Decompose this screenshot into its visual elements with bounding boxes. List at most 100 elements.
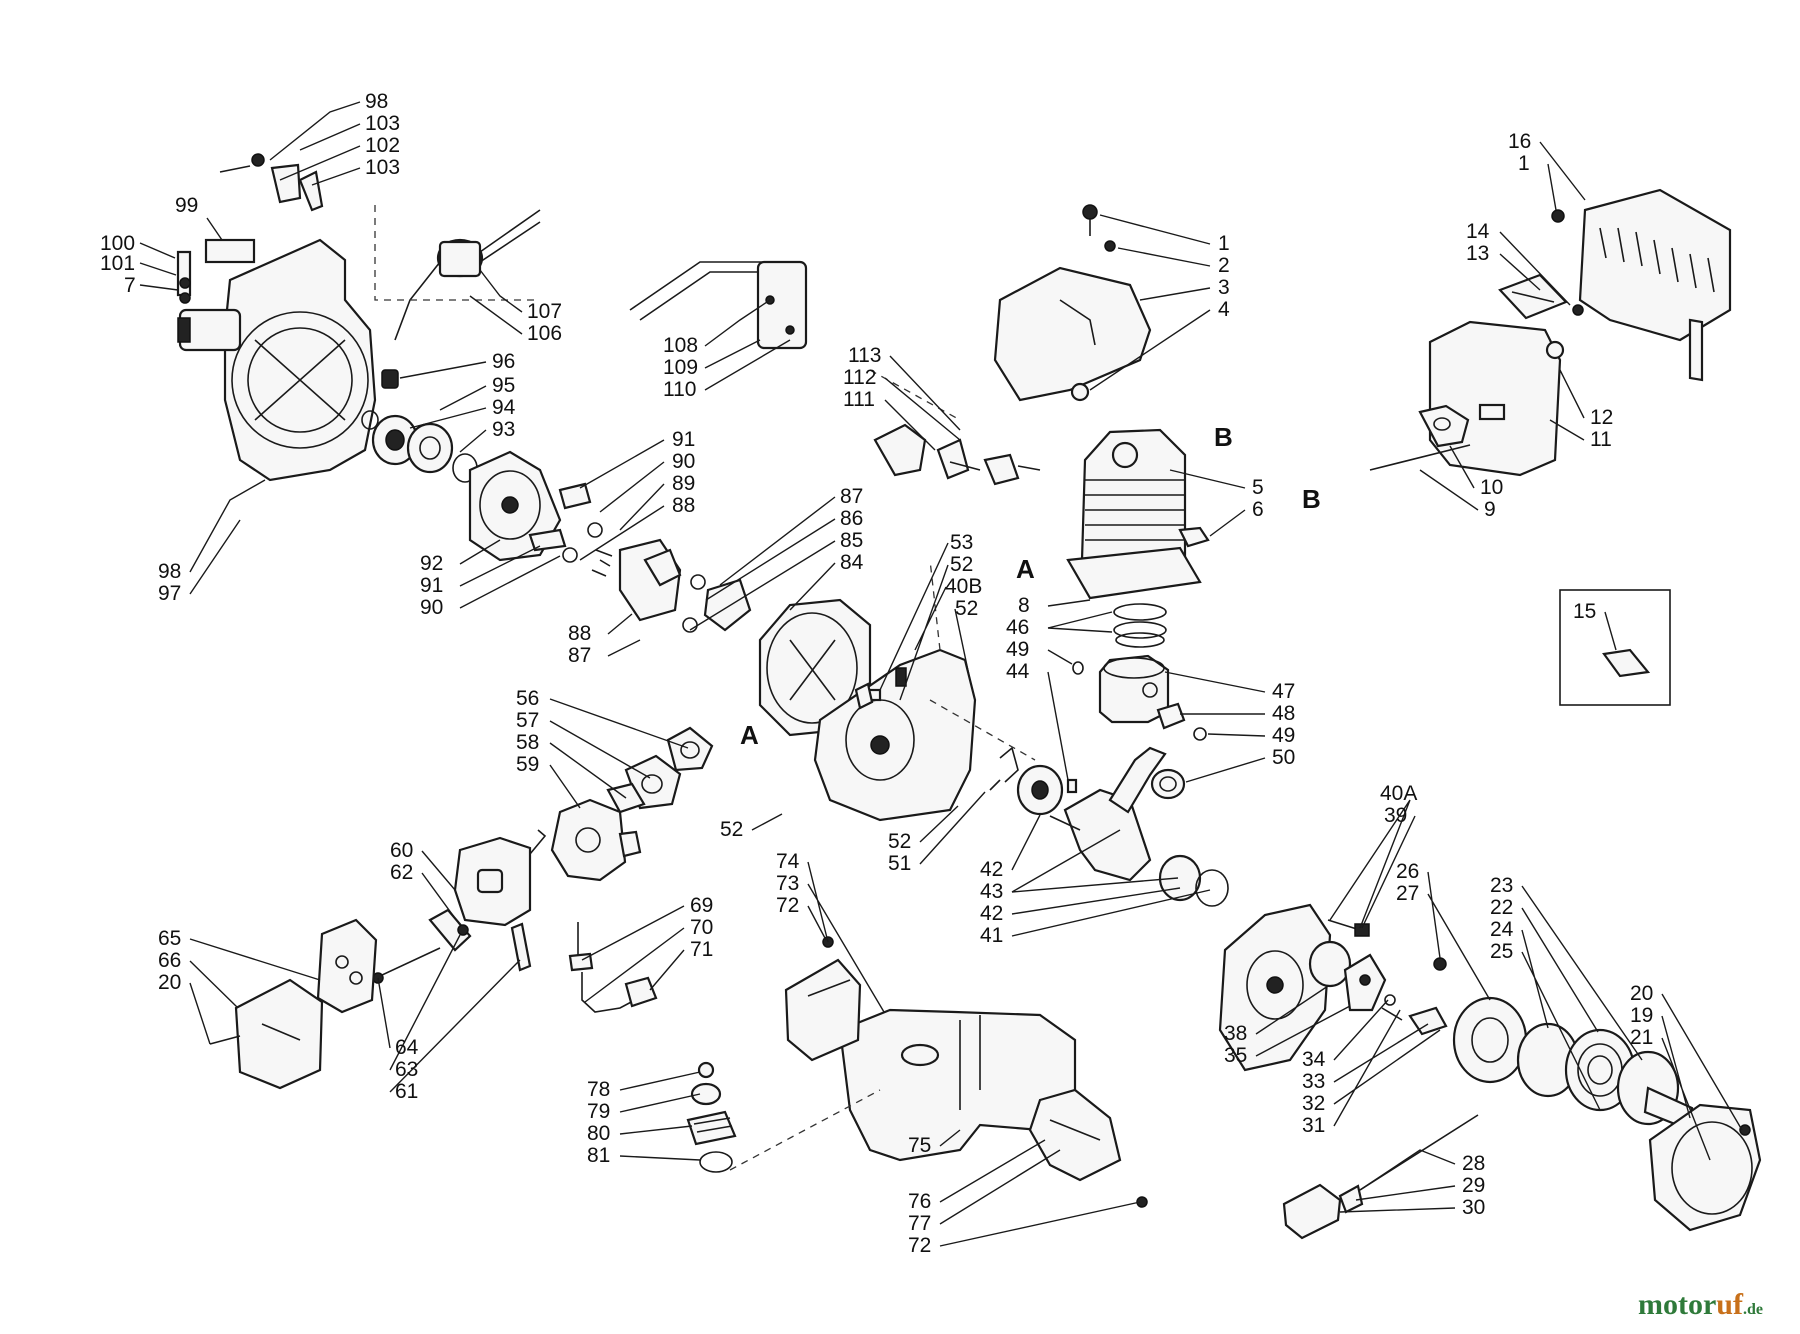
part-number-label: 31: [1302, 1114, 1325, 1137]
part-number-label: 7: [124, 274, 136, 297]
part-number-label: 46: [1006, 616, 1029, 639]
gasket-10: [1418, 404, 1470, 448]
part-number-label: 75: [908, 1134, 931, 1157]
carb-gaskets: [606, 726, 714, 814]
part-number-label: 66: [158, 949, 181, 972]
part-number-label: 96: [492, 350, 515, 373]
muffler-cover-16: [1551, 188, 1732, 382]
part-number-label: 59: [516, 753, 539, 776]
part-number-label: 64: [395, 1036, 419, 1059]
part-number-label: 77: [908, 1212, 931, 1235]
part-number-label: 94: [492, 396, 516, 419]
part-number-label: 30: [1462, 1196, 1485, 1219]
part-number-label: 23: [1490, 874, 1513, 897]
watermark-part2: uf: [1716, 1288, 1743, 1321]
watermark-part1: motor: [1638, 1288, 1717, 1321]
tank-strap-76: [1028, 1088, 1148, 1208]
part-number-label: 62: [390, 861, 413, 884]
part-number-label: 93: [492, 418, 515, 441]
muffler-11: [1428, 320, 1565, 477]
bracket-102: [219, 153, 324, 212]
part-number-label: 97: [158, 582, 181, 605]
part-number-label: 98: [365, 90, 388, 113]
part-number-label: 27: [1396, 882, 1419, 905]
part-number-label: 19: [1630, 1004, 1653, 1027]
part-number-label: 85: [840, 529, 863, 552]
ignition-coil: [394, 209, 541, 341]
part-number-label: 78: [587, 1078, 610, 1101]
piston-rings: [1113, 603, 1167, 648]
part-number-label: 13: [1466, 242, 1489, 265]
part-number-label: 106: [527, 322, 562, 345]
crankcase-40a: [1218, 903, 1332, 1072]
filter-clip-61: [510, 922, 532, 972]
part-number-label: 42: [980, 858, 1003, 881]
reference-marker: B: [1214, 422, 1233, 452]
part-number-label: 3: [1218, 276, 1230, 299]
part-number-label: 88: [672, 494, 695, 517]
part-31-34: [1381, 994, 1448, 1036]
part-number-label: 56: [516, 687, 539, 710]
part-number-label: 101: [100, 252, 135, 275]
part-number-label: 80: [587, 1122, 610, 1145]
bolt-39: [1327, 919, 1370, 937]
part-number-label: 49: [1006, 638, 1029, 661]
screw-20-left: [209, 1035, 241, 1045]
air-filter-cover: [234, 978, 324, 1090]
part-number-label: 44: [1006, 660, 1030, 683]
part-number-label: 49: [1272, 724, 1295, 747]
part-number-label: 28: [1462, 1152, 1485, 1175]
part-number-label: 86: [840, 507, 863, 530]
part-number-label: 52: [720, 818, 743, 841]
part-number-label: 72: [908, 1234, 931, 1257]
nut-96: [381, 369, 399, 389]
part-number-label: 4: [1218, 298, 1230, 321]
part-number-label: 88: [568, 622, 591, 645]
starter-pulley: [1452, 996, 1528, 1084]
part-number-label: 81: [587, 1144, 610, 1167]
part-number-label: 35: [1224, 1044, 1247, 1067]
part-number-label: 14: [1466, 220, 1490, 243]
part-number-label: 79: [587, 1100, 610, 1123]
part-number-label: 9: [1484, 498, 1496, 521]
part-number-label: 15: [1573, 600, 1596, 623]
part-number-label: 57: [516, 709, 539, 732]
reference-marker: A: [740, 720, 759, 750]
part-number-label: 6: [1252, 498, 1264, 521]
part-number-label: 76: [908, 1190, 931, 1213]
part-number-label: 22: [1490, 896, 1513, 919]
part-number-label: 61: [395, 1080, 418, 1103]
part-number-label: 38: [1224, 1022, 1247, 1045]
part-number-label: 89: [672, 472, 695, 495]
tank-bracket-74: [784, 936, 862, 1062]
part-number-label: 10: [1480, 476, 1503, 499]
part-number-label: 20: [158, 971, 181, 994]
watermark-part3: .de: [1742, 1301, 1763, 1318]
cylinder-shroud: [993, 204, 1152, 402]
part-number-label: 16: [1508, 130, 1531, 153]
part-number-label: 98: [158, 560, 181, 583]
part-number-label: 60: [390, 839, 413, 862]
carburetor: [550, 798, 642, 882]
choke-lever: [428, 908, 472, 952]
air-filter-base: [453, 829, 547, 927]
part-number-label: 32: [1302, 1092, 1325, 1115]
stud-9: [1369, 444, 1471, 471]
part-number-label: 53: [950, 531, 973, 554]
screw-64: [372, 947, 441, 984]
bearing-94: [361, 410, 478, 483]
part-number-label: 90: [672, 450, 695, 473]
dashed-link-plug: [869, 369, 961, 421]
dowel-44: [1066, 778, 1078, 794]
reference-marker: A: [1016, 554, 1035, 584]
part-number-label: 70: [690, 916, 713, 939]
part-number-label: 84: [840, 551, 864, 574]
part-number-label: 69: [690, 894, 713, 917]
part-number-label: 107: [527, 300, 562, 323]
part-number-label: 65: [158, 927, 181, 950]
fan-rotor-84: [758, 598, 872, 737]
part-number-label: 72: [776, 894, 799, 917]
part-number-label: 24: [1490, 918, 1514, 941]
part-number-label: 103: [365, 156, 400, 179]
